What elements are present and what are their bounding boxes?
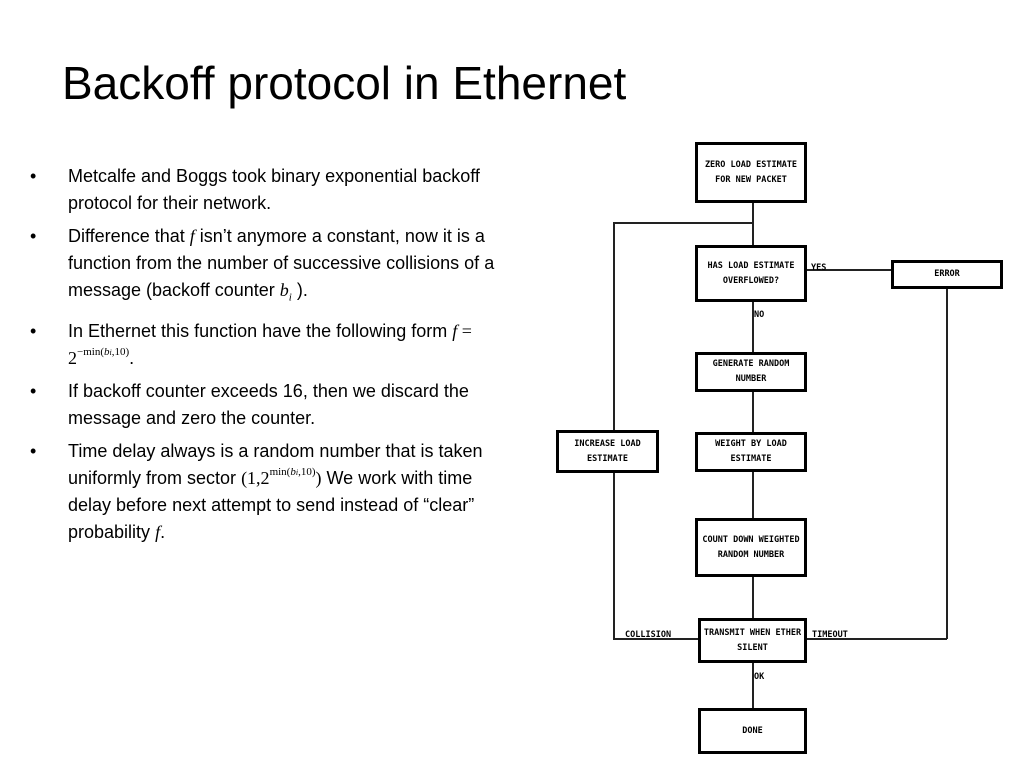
- bullet-marker: •: [30, 166, 37, 186]
- backoff-flowchart: ZERO LOAD ESTIMATE FOR NEW PACKET HAS LO…: [548, 130, 1018, 760]
- edge-label-yes: YES: [811, 263, 827, 273]
- bullet-item: • Difference that f isn’t anymore a cons…: [30, 223, 510, 312]
- flow-box-count-down: COUNT DOWN WEIGHTED RANDOM NUMBER: [695, 518, 807, 577]
- edge-label-timeout: TIMEOUT: [812, 630, 848, 640]
- bullet-text: .: [160, 521, 166, 542]
- connector-line: [613, 638, 698, 640]
- math-exponent: −min(bi,10): [77, 345, 130, 358]
- connector-line: [752, 302, 754, 352]
- bullet-text: Difference that: [68, 226, 185, 246]
- connector-line: [752, 392, 754, 432]
- bullet-marker: •: [30, 226, 37, 246]
- math-i: i: [288, 291, 292, 304]
- connector-line: [946, 289, 948, 639]
- flow-box-zero-load: ZERO LOAD ESTIMATE FOR NEW PACKET: [695, 142, 807, 203]
- flow-box-transmit: TRANSMIT WHEN ETHER SILENT: [698, 618, 807, 663]
- connector-line: [613, 222, 615, 430]
- bullet-item: • Time delay always is a random number t…: [30, 438, 510, 546]
- slide-title: Backoff protocol in Ethernet: [62, 57, 627, 109]
- math-f: f: [452, 320, 458, 341]
- math-f: f: [155, 521, 161, 542]
- bullet-text: We work with time delay before next atte…: [68, 467, 475, 542]
- connector-line: [807, 638, 947, 640]
- connector-line: [613, 222, 753, 224]
- connector-line: [613, 473, 615, 639]
- bullet-text: .: [129, 347, 135, 368]
- bullet-text: In Ethernet this function have the follo…: [68, 320, 448, 341]
- bullet-text: Time delay always is a random number tha…: [68, 440, 483, 488]
- flow-box-generate: GENERATE RANDOM NUMBER: [695, 352, 807, 392]
- bullet-list: • Metcalfe and Boggs took binary exponen…: [30, 163, 510, 552]
- edge-label-ok: OK: [754, 672, 765, 682]
- flow-box-has-overflowed: HAS LOAD ESTIMATE OVERFLOWED?: [695, 245, 807, 302]
- flow-box-weight: WEIGHT BY LOAD ESTIMATE: [695, 432, 807, 472]
- bullet-item: • If backoff counter exceeds 16, then we…: [30, 378, 510, 432]
- bullet-marker: •: [30, 380, 37, 401]
- connector-line: [752, 577, 754, 618]
- edge-label-no: NO: [754, 310, 765, 320]
- math-f: f: [189, 226, 195, 246]
- flow-box-error: ERROR: [891, 260, 1003, 289]
- bullet-text: If backoff counter exceeds 16, then we d…: [68, 380, 469, 428]
- connector-line: [752, 472, 754, 518]
- flow-box-done: DONE: [698, 708, 807, 754]
- bullet-marker: •: [30, 440, 37, 461]
- math-sector: (1,2min(bi,10)): [241, 465, 322, 488]
- bullet-marker: •: [30, 320, 37, 341]
- math-eq: = 2: [68, 320, 472, 368]
- bullet-text: Metcalfe and Boggs took binary exponenti…: [68, 166, 480, 213]
- connector-line: [807, 269, 891, 271]
- bullet-text: isn’t anymore a constant, now it is a fu…: [68, 226, 495, 300]
- bullet-text: ).: [296, 280, 308, 300]
- connector-line: [752, 203, 754, 245]
- edge-label-collision: COLLISION: [625, 630, 672, 640]
- bullet-item: • In Ethernet this function have the fol…: [30, 318, 510, 372]
- flow-box-increase-load: INCREASE LOAD ESTIMATE: [556, 430, 659, 473]
- connector-line: [752, 663, 754, 708]
- bullet-item: • Metcalfe and Boggs took binary exponen…: [30, 163, 510, 217]
- math-b: b: [279, 280, 289, 300]
